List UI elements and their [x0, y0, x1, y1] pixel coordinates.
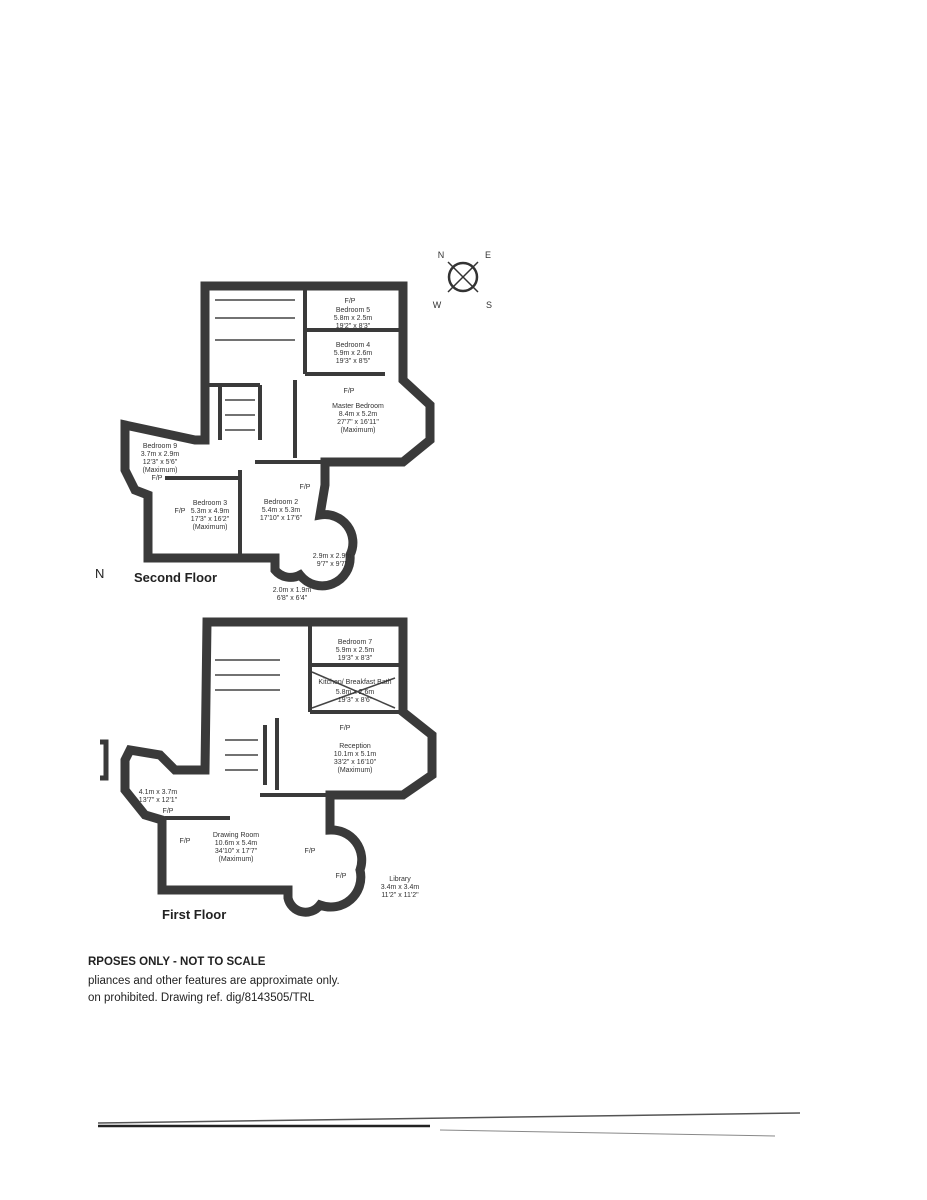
fp-label: F/P: [344, 388, 355, 395]
room-note: (Maximum): [219, 856, 254, 863]
compass-n: N: [438, 250, 445, 260]
room-note: (Maximum): [341, 427, 376, 434]
room-size-imperial: 17'10" x 17'6": [260, 515, 303, 522]
room-size-imperial: 9'7" x 9'7": [317, 561, 348, 568]
room-size-metric: 5.9m x 2.5m: [336, 647, 375, 654]
room-size-imperial: 27'7" x 16'11": [337, 419, 379, 426]
room-size-imperial: 19'2" x 8'3": [336, 323, 371, 330]
room-size-imperial: 19'3" x 8'5": [336, 358, 371, 365]
room-size-imperial: 12'3" x 5'6": [143, 459, 178, 466]
room-size-metric: 4.1m x 3.7m: [139, 789, 178, 796]
room-size-metric: 5.8m x 2.5m: [334, 315, 373, 322]
room-name: Bedroom 2: [264, 499, 298, 506]
disclaimer-line-3: on prohibited. Drawing ref. dig/8143505/…: [88, 992, 315, 1004]
room-size-metric: 2.9m x 2.9m: [313, 553, 352, 560]
room-size-metric: 5.3m x 4.9m: [191, 508, 230, 515]
room-size-metric: 2.0m x 1.9m: [273, 587, 312, 594]
compass-w: W: [433, 300, 442, 310]
scan-artifact-lines: [97, 1112, 801, 1137]
room-size-imperial: 17'3" x 16'2": [191, 516, 230, 523]
fp-label: F/P: [345, 298, 356, 305]
compass-e: E: [485, 250, 491, 260]
fp-label: F/P: [152, 475, 163, 482]
room-note: (Maximum): [338, 767, 373, 774]
room-name: Bedroom 9: [143, 443, 177, 450]
second-floor-plan: F/P Bedroom 5 5.8m x 2.5m 19'2" x 8'3" B…: [95, 281, 435, 602]
room-name: Bedroom 5: [336, 307, 370, 314]
room-name: Bedroom 4: [336, 342, 370, 349]
room-size-metric: 10.6m x 5.4m: [215, 840, 258, 847]
compass-s: S: [486, 300, 492, 310]
second-floor-label: Second Floor: [134, 570, 217, 585]
room-size-imperial: 34'10" x 17'7": [215, 848, 258, 855]
room-size-metric: 3.4m x 3.4m: [381, 884, 420, 891]
room-name: Kitchen/ Breakfast Bath: [318, 679, 391, 686]
room-size-imperial: 6'8" x 6'4": [277, 595, 308, 602]
first-floor-plan: Bedroom 7 5.9m x 2.5m 19'3" x 8'3" Kitch…: [100, 617, 437, 922]
room-size-imperial: 11'2" x 11'2": [381, 892, 419, 899]
room-size-metric: 5.4m x 5.3m: [262, 507, 301, 514]
fp-label: F/P: [305, 848, 316, 855]
compass-icon: N E W S: [433, 250, 492, 310]
room-size-metric: 8.4m x 5.2m: [339, 411, 378, 418]
first-floor-label: First Floor: [162, 907, 226, 922]
room-name: Bedroom 3: [193, 500, 227, 507]
room-size-metric: 5.9m x 2.6m: [334, 350, 373, 357]
room-note: (Maximum): [193, 524, 228, 531]
fp-label: F/P: [300, 484, 311, 491]
room-name: Library: [389, 876, 411, 883]
room-note: (Maximum): [143, 467, 178, 474]
room-name: Bedroom 7: [338, 639, 372, 646]
room-size-imperial: 13'7" x 12'1": [139, 797, 178, 804]
fp-label: F/P: [336, 873, 347, 880]
room-name: Master Bedroom: [332, 403, 384, 410]
fp-label: F/P: [180, 838, 191, 845]
room-size-imperial: 19'3" x 8'6": [338, 697, 373, 704]
fp-label: F/P: [340, 725, 351, 732]
room-size-metric: 10.1m x 5.1m: [334, 751, 377, 758]
disclaimer-line-1: RPOSES ONLY - NOT TO SCALE: [88, 956, 266, 968]
room-name: Reception: [339, 743, 371, 750]
room-size-metric: 3.7m x 2.9m: [141, 451, 180, 458]
fp-label: F/P: [163, 808, 174, 815]
edge-fragment: N: [95, 566, 104, 581]
room-size-imperial: 33'2" x 16'10": [334, 759, 377, 766]
disclaimer-line-2: pliances and other features are approxim…: [88, 975, 340, 987]
room-size-imperial: 19'3" x 8'3": [338, 655, 373, 662]
room-name: Drawing Room: [213, 832, 259, 839]
room-size-metric: 5.8m x 2.6m: [336, 689, 375, 696]
fp-label: F/P: [175, 508, 186, 515]
